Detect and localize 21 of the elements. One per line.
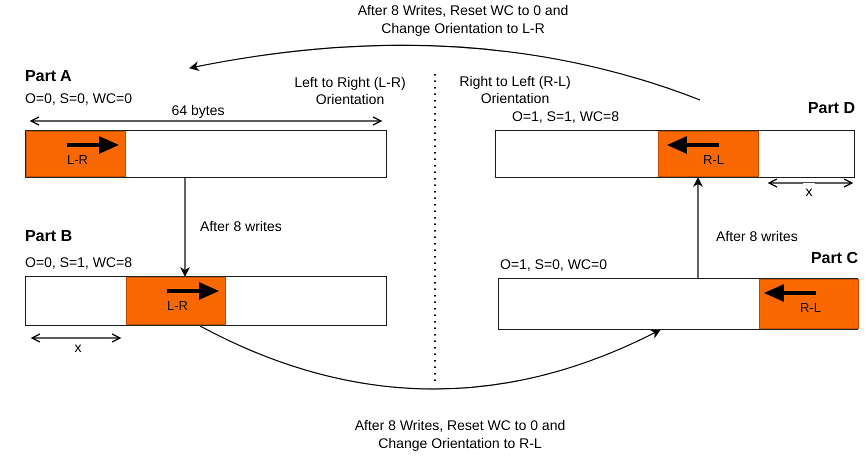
part-heading: Part D — [808, 100, 855, 118]
direction-label: L-R — [67, 152, 88, 167]
part-heading: Part A — [25, 68, 72, 86]
filled-segment — [658, 131, 759, 177]
filled-segment — [126, 277, 226, 325]
arrow — [693, 177, 703, 278]
filled-segment — [759, 279, 859, 329]
arrow — [189, 44, 700, 101]
direction-label: L-R — [167, 298, 188, 313]
direction-label: R-L — [703, 152, 724, 167]
direction-label: R-L — [800, 300, 821, 315]
arrow — [200, 325, 661, 390]
memory-part — [498, 250, 858, 330]
part-heading: Part C — [810, 250, 858, 268]
filled-segment — [26, 131, 126, 177]
state-text: O=1, S=0, WC=0 — [500, 256, 607, 272]
state-text: O=0, S=0, WC=0 — [25, 90, 132, 106]
part-heading: Part B — [25, 228, 72, 246]
state-text: O=1, S=1, WC=8 — [512, 108, 619, 124]
arrow — [180, 178, 190, 277]
state-text: O=0, S=1, WC=8 — [25, 254, 132, 270]
